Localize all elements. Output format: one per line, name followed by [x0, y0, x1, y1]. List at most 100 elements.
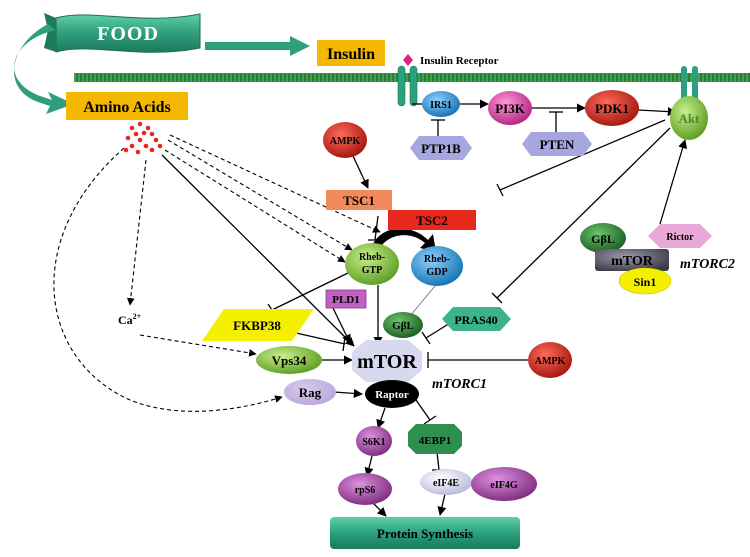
4ebp1-label: 4EBP1 [419, 435, 451, 447]
edge-eif4e-ps [437, 493, 447, 516]
edge-aa-rag [53, 147, 283, 412]
edge-aa-rhebgtp-1 [167, 139, 353, 251]
sin1-node [618, 267, 672, 295]
pten-label: PTEN [540, 137, 575, 152]
edge-ampk-tsc1 [352, 155, 369, 189]
raptor-label: Raptor [375, 389, 409, 401]
insulin-label: Insulin [327, 46, 375, 63]
ca-label: Ca2+ [118, 312, 142, 327]
mtorc1-label: mTORC1 [432, 377, 487, 392]
insulin-receptor-label: Insulin Receptor [420, 55, 499, 67]
gbl-mtorc2-node [580, 223, 626, 253]
pdk1-node [585, 90, 639, 126]
irs1-label: IRS1 [430, 100, 452, 111]
pras40-label: PRAS40 [454, 313, 497, 327]
edge-s6k1-rps6 [364, 455, 374, 477]
ptp1b-node [410, 136, 472, 160]
tsc2-gap-arrow [372, 228, 436, 252]
pten-node [522, 132, 592, 156]
food-to-amino-arrow [14, 24, 74, 114]
amino-acids-box [66, 92, 188, 120]
eif4g-label: eIF4G [490, 480, 517, 491]
tsc2-node [388, 210, 476, 230]
edge-aa-ca [126, 159, 147, 306]
rps6-node [338, 473, 392, 505]
edge-aa-rhebgtp-2 [164, 149, 346, 263]
rheb-gtp-label-1: Rheb- [359, 252, 385, 263]
mtor-mtorc1-node [352, 340, 422, 382]
s6k1-label: S6K1 [362, 437, 385, 448]
ampk-right-label: AMPK [535, 356, 566, 367]
ptp1b-label: PTP1B [421, 141, 461, 156]
rheb-gdp-label-2: GDP [426, 267, 447, 278]
edge-akt-pras40 [496, 127, 671, 299]
tsc1-node [326, 190, 392, 210]
mtor-mtorc2-node [595, 249, 669, 271]
food-to-insulin-arrow [205, 36, 310, 56]
eif4e-label: eIF4E [433, 478, 459, 489]
irs1-node [422, 91, 460, 117]
pld1-label: PLD1 [332, 294, 360, 306]
eif4e-node [420, 469, 472, 495]
ampk-top-label: AMPK [330, 136, 361, 147]
akt-node [670, 66, 708, 140]
edge-rhebgdp-gbl [409, 279, 441, 317]
pi3k-label: PI3K [495, 101, 526, 116]
edge-mtorc2-akt [659, 139, 688, 225]
pld1-node [325, 289, 367, 309]
insulin-receptor [397, 54, 418, 107]
raptor-node [365, 380, 419, 408]
rheb-gtp-node [345, 243, 399, 285]
gbl-mtorc2-label: GβL [591, 232, 615, 246]
rheb-gdp-label-1: Rheb- [424, 254, 450, 265]
protein-synthesis-node [330, 517, 520, 549]
rag-label: Rag [299, 385, 322, 400]
edge-raptor-s6k1 [376, 407, 386, 429]
rheb-gdp-node [411, 246, 463, 286]
4ebp1-node [408, 424, 462, 454]
ampk-top-node [323, 122, 367, 158]
amino-acids-label: Amino Acids [83, 99, 171, 116]
rictor-label: Rictor [666, 232, 694, 243]
pras40-node [442, 307, 511, 331]
s6k1-node [356, 426, 392, 456]
mtor-mtorc2-label: mTOR [611, 254, 654, 269]
edge-fkbp38-mtor [295, 332, 346, 345]
food-banner: FOOD [44, 13, 201, 53]
rps6-label: rpS6 [355, 485, 376, 496]
vps34-node [256, 346, 322, 374]
vps34-label: Vps34 [272, 353, 307, 368]
protein-synthesis-label: Protein Synthesis [377, 526, 473, 541]
edge-aa-tsc [169, 134, 381, 233]
edge-ca-vps34 [139, 334, 257, 357]
mtor-mtorc1-label: mTOR [357, 351, 417, 373]
sin1-label: Sin1 [634, 275, 657, 289]
insulin-box [317, 40, 385, 66]
ampk-right-node [528, 342, 572, 378]
mtorc2-label: mTORC2 [680, 257, 735, 272]
rheb-gtp-label-2: GTP [362, 265, 383, 276]
dashed-edges [53, 134, 381, 412]
edge-pld1-mtor [332, 307, 351, 344]
food-label: FOOD [97, 23, 159, 45]
edge-raptor-4ebp1 [415, 399, 431, 421]
edge-rag-raptor [333, 388, 363, 398]
fkbp38-label: FKBP38 [233, 318, 281, 333]
pdk1-label: PDK1 [595, 101, 629, 116]
amino-acid-dots [123, 121, 163, 155]
tsc2-label: TSC2 [416, 213, 448, 228]
edge-tsc-rheb [374, 215, 379, 241]
gbl-mtorc1-label: GβL [392, 320, 414, 332]
gbl-mtorc1-node [383, 312, 423, 338]
edge-pdk1-akt [637, 107, 677, 117]
edge-4ebp1-eif4e [436, 451, 440, 471]
akt-label: Akt [679, 111, 701, 126]
tsc1-label: TSC1 [343, 193, 375, 208]
edge-rheb-fkbp38 [271, 271, 351, 311]
pi3k-node [488, 91, 532, 125]
fkbp38-node [202, 309, 314, 341]
eif4g-node [471, 467, 537, 501]
rictor-node [648, 224, 712, 248]
edge-aa-mtor [161, 154, 355, 347]
